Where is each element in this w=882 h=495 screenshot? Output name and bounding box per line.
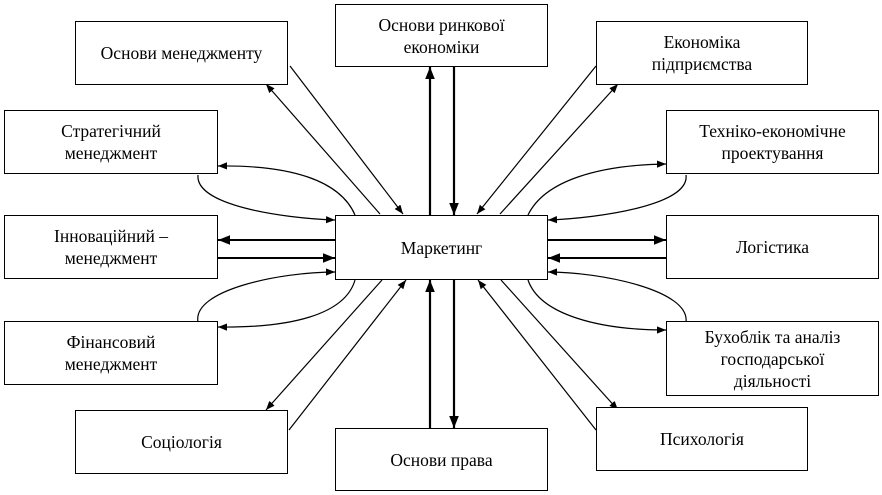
arrow-center-to-psykholohiia	[500, 279, 619, 411]
box-ekonomika-pidpryiemstva: Економіка підприємства	[596, 21, 808, 85]
box-finansovyi-menedzhment: Фінансовий менеджмент	[4, 321, 218, 385]
arrow-psykholohiia-to-center	[477, 279, 597, 431]
box-lohistyka: Логістика	[666, 215, 879, 279]
node-label: Психологія	[660, 429, 744, 449]
node-label: Соціологія	[141, 432, 222, 452]
arrow-center-to-osnovy-menedzhmentu	[265, 83, 381, 215]
arrow-center-to-stratehichnyi	[217, 162, 356, 216]
box-psykholohiia: Психологія	[596, 407, 808, 471]
box-osnovy-rynkovoi-ekonomiky: Основи ринкової економіки	[335, 4, 548, 67]
box-innovatsiinyi-menedzhment: Інноваційний – менеджмент	[4, 215, 218, 279]
node-label: Інноваційний – менеджмент	[54, 226, 168, 268]
arrow-tekhniko-to-center	[547, 174, 687, 224]
arrow-center-to-bukhoblik	[527, 279, 667, 334]
arrow-bukhoblik-to-center	[547, 268, 687, 323]
arrow-stratehichnyi-to-center	[197, 174, 336, 224]
box-sotsiolohiia: Соціологія	[75, 410, 288, 474]
node-label: Основи ринкової економіки	[378, 14, 505, 57]
node-label: Фінансовий менеджмент	[64, 332, 158, 374]
arrow-center-to-sotsiolohiia	[265, 279, 383, 411]
node-label: Бухоблік та аналіз господарської діяльно…	[704, 326, 841, 391]
arrow-center-to-finansovyi	[217, 279, 356, 331]
arrow-finansovyi-to-center	[197, 268, 336, 323]
box-tekhniko-ekonomichne-proektuvannia: Техніко-економічне проектування	[666, 110, 879, 174]
arrow-center-to-tekhniko	[527, 160, 667, 216]
center-label: Маркетинг	[400, 237, 483, 258]
node-label: Стратегічний менеджмент	[61, 121, 161, 163]
arrow-ekonomika-to-center	[476, 65, 597, 215]
box-bukhoblik: Бухоблік та аналіз господарської діяльно…	[666, 321, 879, 396]
box-center-marketynh: Маркетинг	[335, 215, 548, 280]
node-label: Техніко-економічне проектування	[699, 121, 846, 163]
node-label: Основи менеджменту	[100, 43, 263, 63]
box-stratehichnyi-menedzhment: Стратегічний менеджмент	[4, 110, 218, 174]
box-osnovy-menedzhmentu: Основи менеджменту	[75, 21, 288, 85]
node-label: Логістика	[735, 237, 809, 257]
arrow-osnovy-menedzhmentu-to-center	[289, 65, 404, 215]
node-label: Основи права	[390, 449, 493, 470]
arrow-sotsiolohiia-to-center	[288, 279, 407, 431]
arrow-center-to-ekonomika	[499, 83, 619, 215]
node-label: Економіка підприємства	[651, 32, 753, 74]
box-osnovy-prava: Основи права	[335, 428, 548, 491]
